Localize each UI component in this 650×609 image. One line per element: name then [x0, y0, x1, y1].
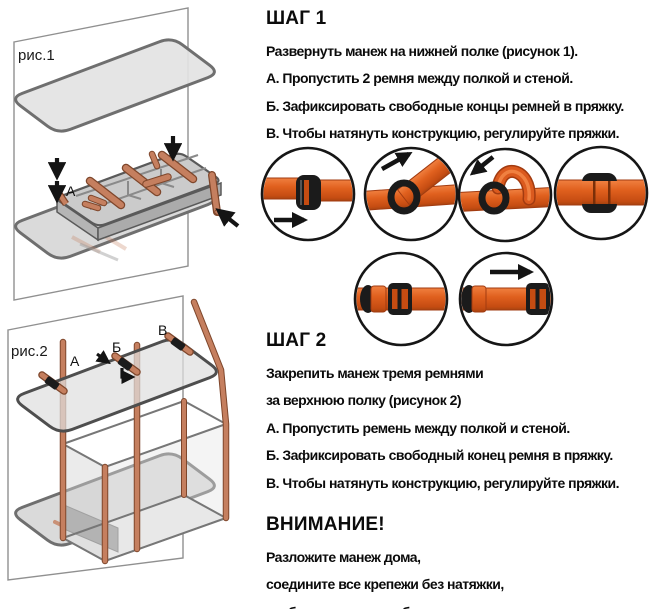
arrow-down-left-icon — [469, 155, 495, 176]
buckle-step-flat-circle — [553, 145, 649, 241]
arrow-down-right-icon — [95, 350, 111, 365]
step2-section: ШАГ 2 Закрепить манеж тремя ремнями за в… — [266, 330, 650, 497]
fig2-marker-a: А — [70, 353, 80, 369]
step2-line-intro2: за верхнюю полку (рисунок 2) — [266, 392, 462, 409]
fig2-label: рис.2 — [11, 343, 48, 360]
attention-title: ВНИМАНИЕ! — [266, 514, 385, 535]
fig2-corner-straps — [101, 398, 187, 565]
arrow-up-right-icon — [380, 152, 413, 171]
step1-line-v: В. Чтобы натянуть конструкцию, регулируй… — [266, 125, 620, 142]
buckle-icon — [170, 337, 186, 351]
fig2-marker-v: В — [158, 322, 167, 338]
ring-buckle-icon — [387, 179, 421, 215]
fig1-marker-a: А — [66, 183, 76, 199]
buckle-icon — [117, 357, 133, 371]
buckle-step-joined-circle — [353, 251, 449, 347]
fig2-marker-b: Б — [112, 339, 121, 355]
buckle-step-loop-circle — [457, 147, 553, 243]
fig1-playpen-straps — [81, 150, 227, 219]
step1-title: ШАГ 1 — [266, 8, 327, 29]
buckle-step-insert-circle — [260, 146, 356, 242]
attention-line-3: чтобы при посадке сборка занимала меньше… — [266, 599, 650, 609]
step1-line-b: Б. Зафиксировать свободные концы ремней … — [266, 97, 624, 114]
figure-2-illustration: рис.2 — [7, 295, 230, 581]
step1-section: ШАГ 1 Развернуть манеж на нижней полке (… — [266, 8, 650, 148]
ring-buckle-icon — [478, 181, 510, 215]
step1-line-a: А. Пропустить 2 ремня между полкой и сте… — [266, 70, 573, 87]
buckle-steps-panel — [260, 145, 649, 347]
step2-title: ШАГ 2 — [266, 330, 327, 351]
arrow-bent-icon — [120, 368, 136, 385]
fig1-label: рис.1 — [18, 47, 55, 64]
step2-line-a: А. Пропустить ремень между полкой и стен… — [266, 419, 570, 436]
buckle-step-thread-up-circle — [363, 146, 459, 242]
buckle-icon — [44, 376, 60, 390]
fig2-shelf-buckles — [38, 332, 194, 395]
attention-line-1: Разложите манеж дома, — [266, 549, 421, 565]
attention-line-2: соедините все крепежи без натяжки, — [266, 576, 504, 593]
step2-line-intro1: Закрепить манеж тремя ремнями — [266, 365, 484, 381]
step2-line-v: В. Чтобы натянуть конструкцию, регулируй… — [266, 474, 620, 491]
step2-line-b: Б. Зафиксировать свободный конец ремня в… — [266, 447, 613, 464]
attention-section: ВНИМАНИЕ! Разложите манеж дома, соединит… — [266, 514, 650, 609]
step1-line-intro: Развернуть манеж на нижней полке (рисуно… — [266, 43, 578, 59]
buckle-step-tighten-circle — [458, 251, 554, 347]
fig1-folded-playpen — [52, 150, 227, 242]
figure-1-illustration: рис.1 — [13, 7, 240, 301]
fig1-shadow-streak — [79, 242, 119, 262]
arrow-up-left-icon — [215, 208, 240, 228]
figures-column: рис.1 — [7, 7, 240, 581]
